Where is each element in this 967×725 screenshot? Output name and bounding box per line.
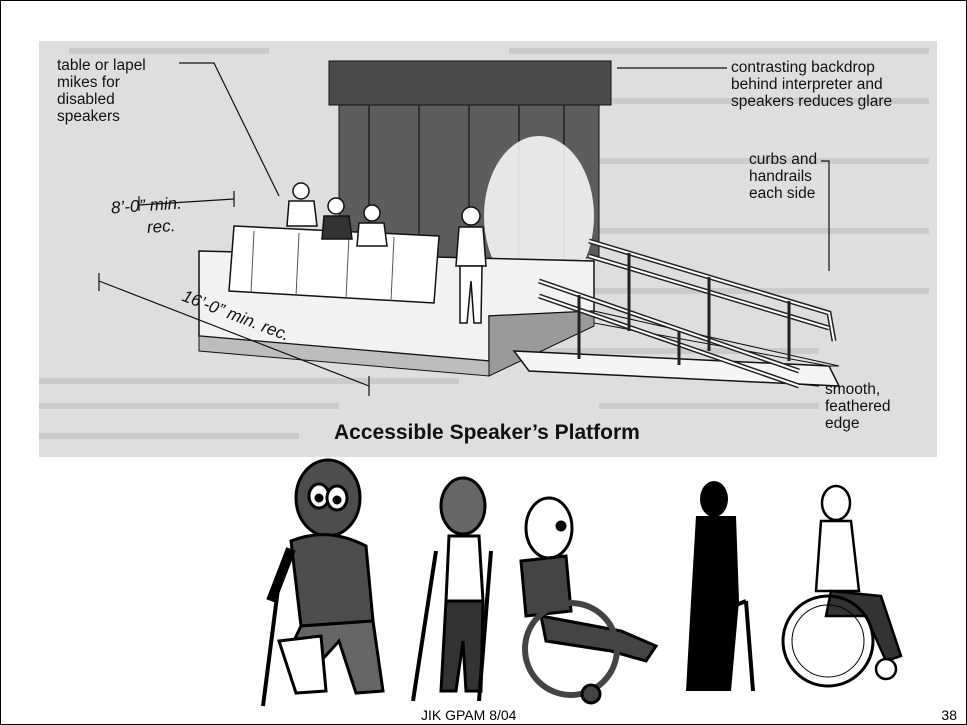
footer-text: JIK GPAM 8/04 — [421, 707, 517, 723]
curbs-label-line: curbs and — [749, 151, 818, 168]
person-with-leg-cast-icon — [261, 458, 385, 707]
platform-illustration — [39, 48, 929, 439]
athlete-in-wheelchair-icon — [781, 484, 903, 688]
mikes-label: table or lapel mikes for disabled speake… — [57, 57, 146, 125]
curbs-label-line: each side — [749, 185, 816, 202]
slide-footer: JIK GPAM 8/04 38 — [1, 705, 966, 723]
person-with-crutches-icon — [411, 476, 493, 702]
backdrop-label-line: contrasting backdrop — [731, 59, 875, 76]
edge-label-line: edge — [825, 415, 860, 432]
figure-caption: Accessible Speaker’s Platform — [334, 421, 640, 444]
edge-label-line: smooth, — [825, 381, 881, 398]
backdrop-label-line: behind interpreter and — [731, 76, 883, 93]
mikes-label-line: table or lapel — [57, 57, 146, 74]
mikes-label-line: mikes for — [57, 74, 120, 91]
person-in-wheelchair-icon — [519, 496, 659, 705]
edge-label: smooth, feathered edge — [825, 381, 891, 432]
edge-label-line: feathered — [825, 398, 891, 415]
curbs-label-line: handrails — [749, 168, 812, 185]
backdrop-label-line: speakers reduces glare — [731, 93, 893, 110]
mikes-label-line: disabled — [57, 91, 115, 108]
dimension-short-rec: rec. — [146, 216, 176, 237]
page-number: 38 — [941, 707, 957, 723]
curbs-label: curbs and handrails each side — [749, 151, 817, 202]
mikes-label-line: speakers — [57, 108, 120, 125]
person-with-walker-icon — [686, 481, 755, 692]
backdrop-label: contrasting backdrop behind interpreter … — [731, 59, 892, 110]
speaker-platform-figure: table or lapel mikes for disabled speake… — [39, 41, 937, 457]
